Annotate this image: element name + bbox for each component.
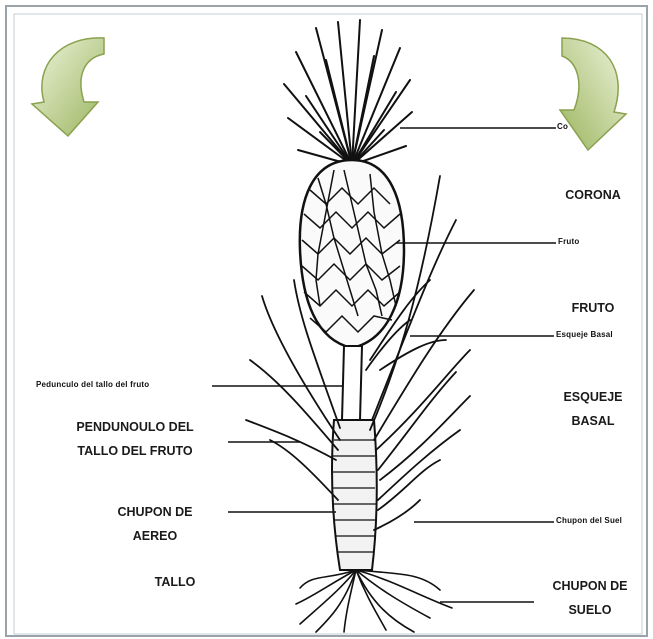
label-chupon-suelo-line1: CHUPON DE [540,574,640,598]
orig-label-corona: Co [557,122,568,131]
orig-label-pedunculo: Pedunculo del tallo del fruto [36,380,149,389]
curved-arrow-left-icon [32,38,104,136]
crown-drawing [284,20,412,165]
label-corona: CORONA [548,183,638,207]
label-esqueje: ESQUEJE [548,385,638,409]
label-chupon-aereo-line2: AEREO [100,524,210,548]
stalk-drawing [332,346,377,570]
roots-drawing [296,570,452,632]
label-pedunculo-line1: PENDUNOULO DEL [60,415,210,439]
label-pedunculo-line2: TALLO DEL FRUTO [60,439,210,463]
label-basal: BASAL [548,409,638,433]
label-chupon-suelo-line2: SUELO [540,598,640,622]
fruit-drawing [300,160,404,348]
orig-label-fruto: Fruto [558,237,579,246]
label-tallo: TALLO [130,570,220,594]
orig-label-esqueje-basal: Esqueje Basal [556,330,613,339]
orig-label-chupon-suelo: Chupon del Suel [556,516,622,525]
curved-arrow-right-icon [560,38,626,150]
label-fruto: FRUTO [548,296,638,320]
label-chupon-aereo-line1: CHUPON DE [100,500,210,524]
